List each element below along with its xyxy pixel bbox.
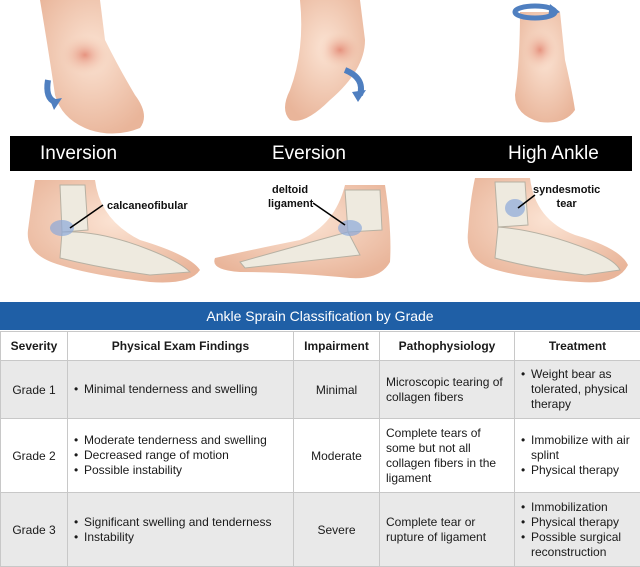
header-severity: Severity [1, 332, 68, 361]
findings-cell: Minimal tenderness and swelling [68, 361, 294, 419]
header-impairment: Impairment [294, 332, 380, 361]
findings-cell: Significant swelling and tenderness Inst… [68, 493, 294, 567]
treatment-cell: Immobilize with air splint Physical ther… [515, 419, 640, 493]
treatment-cell: Weight bear as tolerated, physical thera… [515, 361, 640, 419]
header-treatment: Treatment [515, 332, 640, 361]
high-ankle-label: High Ankle [508, 143, 599, 165]
pathophysiology-cell: Complete tears of some but not all colla… [380, 419, 515, 493]
treatment-cell: Immobilization Physical therapy Possible… [515, 493, 640, 567]
eversion-label: Eversion [272, 143, 346, 165]
severity-cell: Grade 3 [1, 493, 68, 567]
inversion-skeleton-image [28, 180, 200, 283]
table-row: Grade 2 Moderate tenderness and swelling… [1, 419, 640, 493]
finding-item: Possible instability [84, 463, 287, 478]
pathophysiology-cell: Complete tear or rupture of ligament [380, 493, 515, 567]
table-row: Grade 3 Significant swelling and tendern… [1, 493, 640, 567]
header-pathophysiology: Pathophysiology [380, 332, 515, 361]
finding-item: Minimal tenderness and swelling [84, 382, 287, 397]
inversion-foot-image [40, 0, 144, 134]
high-ankle-foot-image [515, 4, 575, 123]
finding-item: Moderate tenderness and swelling [84, 433, 287, 448]
treatment-item: Immobilize with air splint [531, 433, 634, 463]
header-findings: Physical Exam Findings [68, 332, 294, 361]
impairment-cell: Moderate [294, 419, 380, 493]
table-title: Ankle Sprain Classification by Grade [0, 302, 640, 330]
calcaneofibular-label: calcaneofibular [107, 199, 188, 213]
pathophysiology-cell: Microscopic tearing of collagen fibers [380, 361, 515, 419]
impairment-cell: Minimal [294, 361, 380, 419]
impairment-cell: Severe [294, 493, 380, 567]
treatment-item: Immobilization [531, 500, 634, 515]
finding-item: Instability [84, 530, 287, 545]
treatment-item: Possible surgical reconstruction [531, 530, 634, 560]
findings-cell: Moderate tenderness and swelling Decreas… [68, 419, 294, 493]
table-row: Grade 1 Minimal tenderness and swelling … [1, 361, 640, 419]
inversion-label: Inversion [40, 143, 117, 165]
deltoid-ligament-label: deltoid ligament [268, 183, 313, 211]
treatment-item: Physical therapy [531, 463, 634, 478]
severity-cell: Grade 2 [1, 419, 68, 493]
classification-table: Severity Physical Exam Findings Impairme… [0, 331, 640, 567]
syndesmotic-tear-label: syndesmotic tear [533, 183, 600, 211]
table-header-row: Severity Physical Exam Findings Impairme… [1, 332, 640, 361]
eversion-foot-image [285, 0, 366, 121]
finding-item: Significant swelling and tenderness [84, 515, 287, 530]
illustration-panel: Inversion Eversion High Ankle calcaneofi… [0, 0, 640, 296]
severity-cell: Grade 1 [1, 361, 68, 419]
finding-item: Decreased range of motion [84, 448, 287, 463]
treatment-item: Weight bear as tolerated, physical thera… [531, 367, 634, 412]
treatment-item: Physical therapy [531, 515, 634, 530]
